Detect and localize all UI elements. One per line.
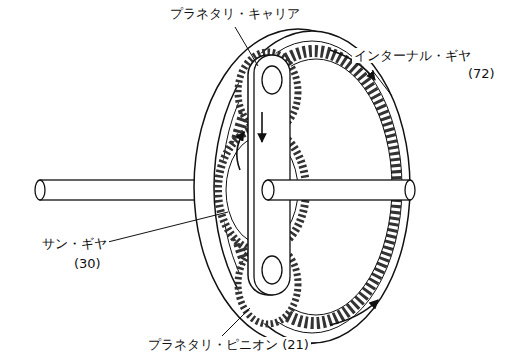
part-label: プラネタリ・キャリア <box>168 6 302 21</box>
part-label: プラネタリ・ピニオン (21) <box>146 337 311 352</box>
shaft <box>262 180 415 200</box>
shaft <box>35 180 220 200</box>
leader-line <box>108 27 392 336</box>
internal-gear <box>194 29 410 345</box>
callout-number: (30) <box>72 256 103 271</box>
planetary-carrier <box>248 55 290 295</box>
part-label: インターナル・ギヤ <box>352 48 473 63</box>
part-label: サン・ギヤ <box>40 236 109 251</box>
callout-number: (72) <box>466 66 497 81</box>
rotation-arrow <box>237 50 378 325</box>
